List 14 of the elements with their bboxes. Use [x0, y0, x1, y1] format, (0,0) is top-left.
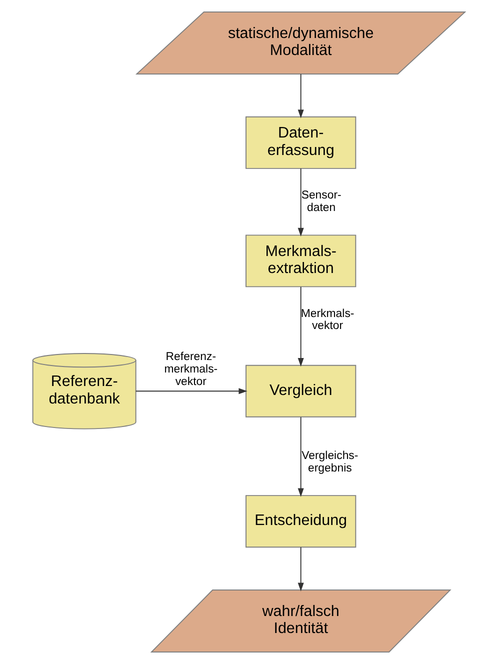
edge-label: Sensor- daten: [301, 190, 342, 214]
arrow: [298, 286, 304, 367]
edge-label: Merkmals- vektor: [300, 308, 354, 332]
node-box: Merkmals- extraktion: [246, 234, 356, 288]
arrow: [298, 416, 304, 497]
arrow: [135, 388, 248, 394]
arrow: [298, 546, 304, 592]
node-box: Daten- erfassung: [246, 116, 356, 169]
arrow: [298, 168, 304, 237]
edge-label: Vergleichs- ergebnis: [302, 450, 358, 474]
arrow: [298, 74, 304, 118]
node-box: Vergleich: [246, 364, 356, 418]
node-box: Entscheidung: [246, 495, 356, 548]
edge-label: Referenz- merkmals- vektor: [164, 351, 218, 388]
